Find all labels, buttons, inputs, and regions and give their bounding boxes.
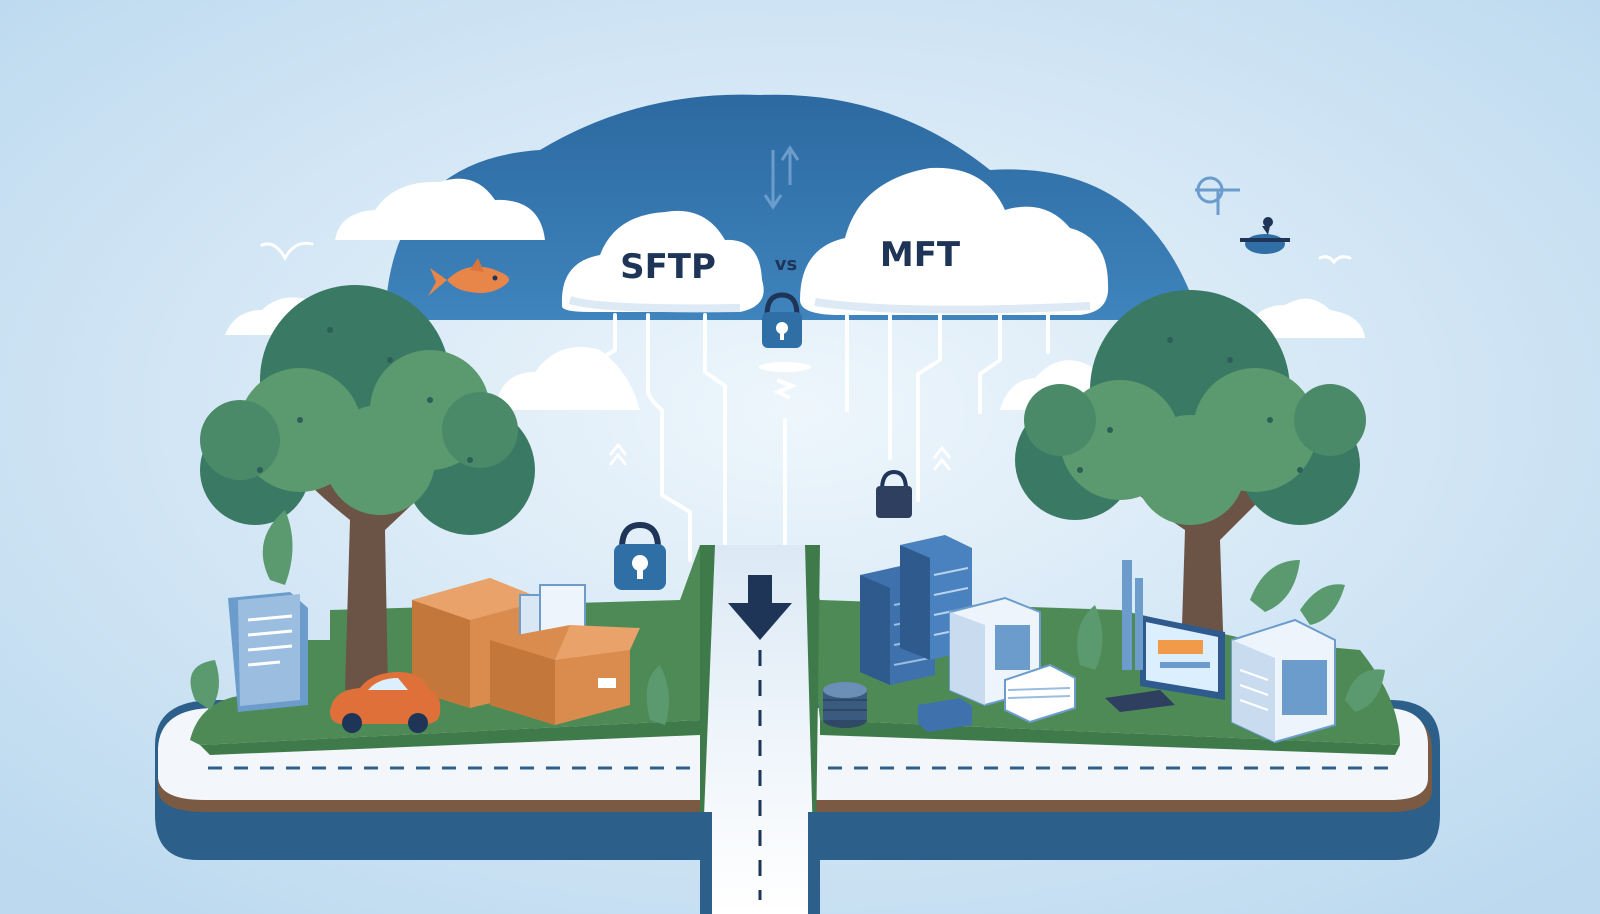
- plant-icon: [190, 510, 1385, 725]
- antenna-icon: [1195, 176, 1240, 215]
- computer-case-icon: [949, 596, 1041, 707]
- box-icon: [490, 584, 640, 725]
- tree-icon: [200, 285, 535, 690]
- bird-icon: [260, 241, 1352, 265]
- sftp-cloud: [561, 210, 764, 313]
- tower-icon: [1122, 560, 1143, 670]
- car-icon: [330, 672, 441, 733]
- down-arrow-icon: [728, 575, 792, 640]
- paper-stack-icon: [1004, 663, 1076, 724]
- drone-icon: [1240, 217, 1290, 254]
- document-icon: [228, 592, 308, 712]
- arrow-marks: [608, 442, 952, 471]
- padlock-icon: [614, 521, 666, 590]
- fish-icon: [428, 258, 509, 296]
- mft-label: MFT: [880, 235, 961, 275]
- mft-cloud: [800, 167, 1109, 315]
- sftp-label: SFTP: [620, 247, 716, 287]
- padlock-icon: [876, 469, 912, 518]
- monitor-icon: [1105, 615, 1225, 712]
- center-road: [700, 545, 820, 914]
- vs-label: vs: [775, 254, 797, 275]
- coins-icon: [823, 682, 867, 728]
- dash-marks: [759, 362, 811, 400]
- upload-arrows-icon: [763, 145, 800, 210]
- padlock-icon: [762, 292, 802, 348]
- data-flow-lines: [593, 313, 1050, 577]
- computer-case-icon: [1231, 618, 1336, 744]
- drive-icon: [918, 698, 972, 732]
- background-clouds: [225, 178, 1365, 410]
- tree-icon: [1015, 290, 1366, 690]
